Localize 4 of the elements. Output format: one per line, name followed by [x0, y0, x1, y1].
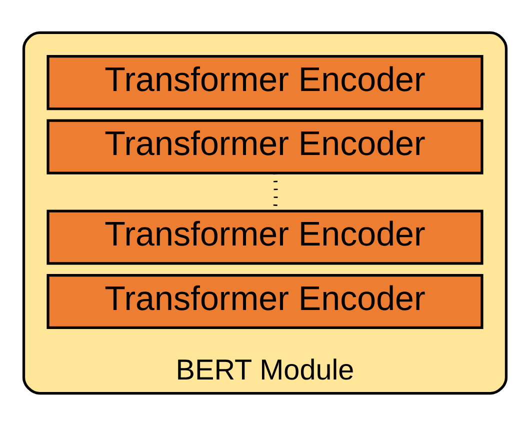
node-box: Transformer Encoder [46, 118, 484, 174]
node-box: Transformer Encoder [46, 54, 484, 110]
node-box: Transformer Encoder [46, 273, 484, 329]
node-box: Transformer Encoder [46, 209, 484, 264]
